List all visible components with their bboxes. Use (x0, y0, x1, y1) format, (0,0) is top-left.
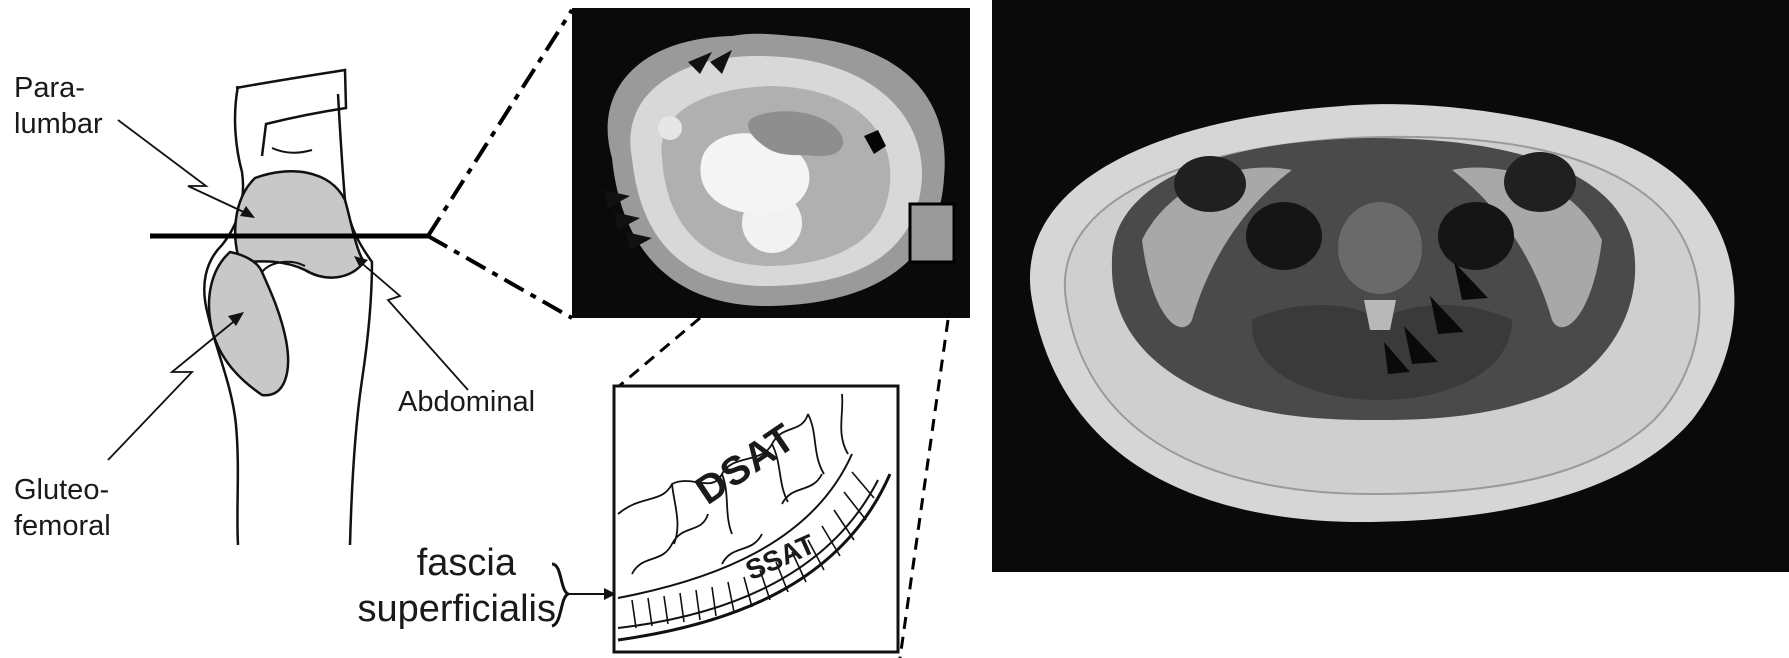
mri-bowel-left (1174, 156, 1246, 212)
mri-bowel-right (1504, 152, 1576, 212)
mri-scan-image (992, 0, 1789, 572)
label-fascia-line2: superficialis (320, 586, 556, 632)
zoom-inset-diagram (612, 384, 900, 656)
mri-vertebral-body (1338, 202, 1422, 294)
label-fascia-line1: fascia (320, 540, 556, 586)
mri-psoas-left (1246, 202, 1322, 270)
mri-psoas-right (1438, 202, 1514, 270)
label-fascia-superficialis: fascia superficialis (320, 540, 556, 632)
fascia-brace-arrow (548, 560, 620, 632)
